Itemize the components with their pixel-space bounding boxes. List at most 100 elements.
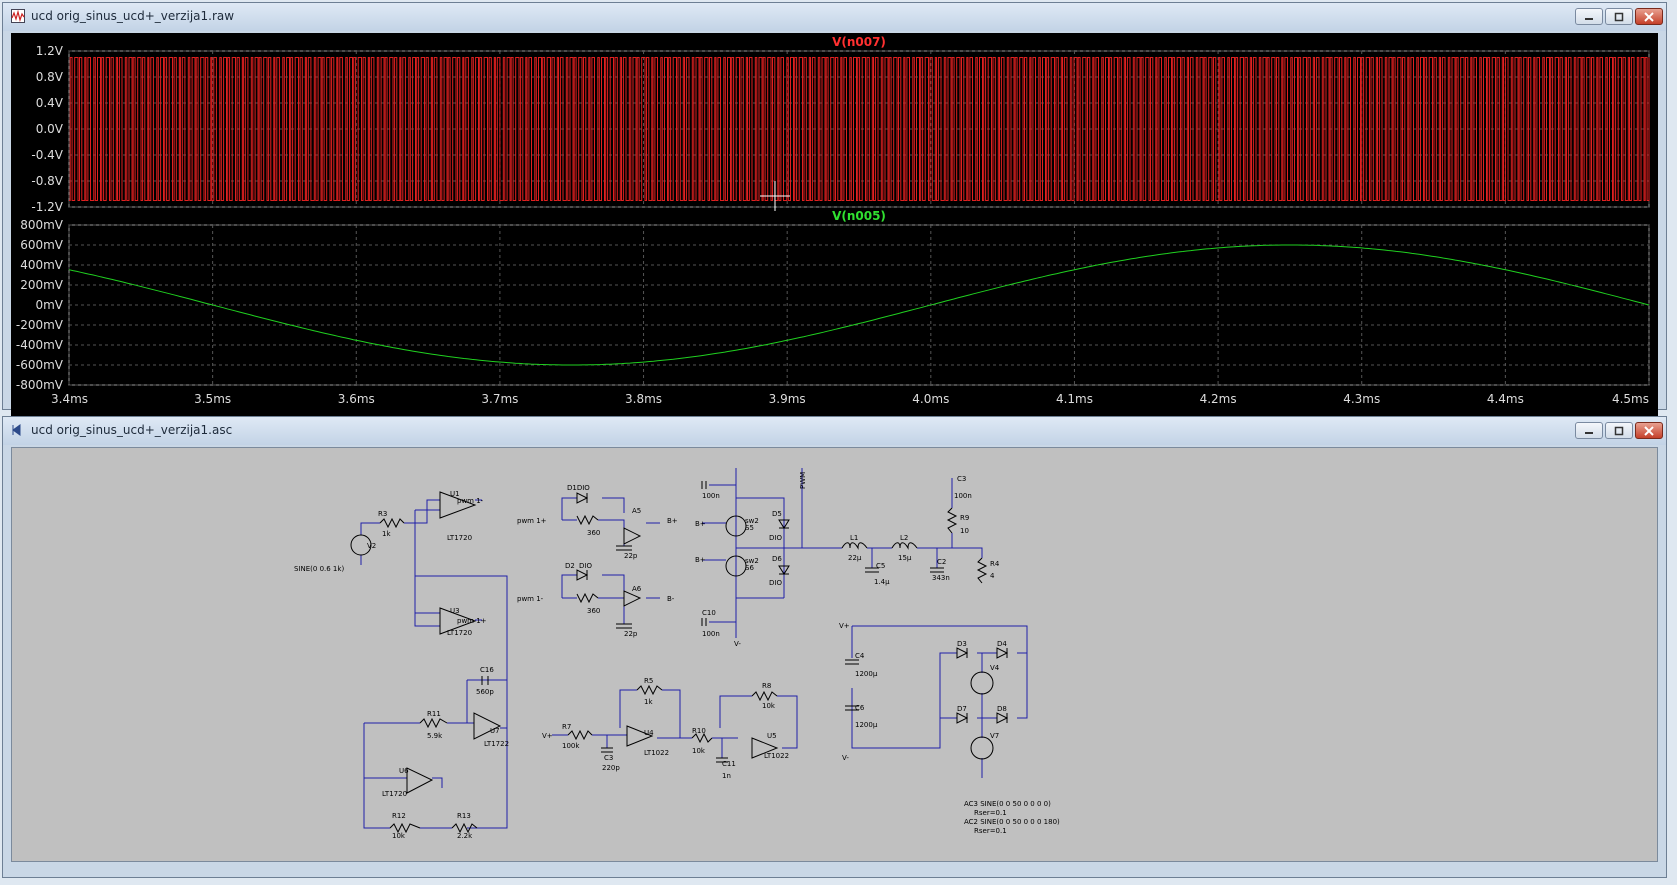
l2-inductor: [891, 542, 918, 550]
r10-resistor: [691, 732, 713, 744]
x-tick-label: 3.6ms: [338, 392, 375, 406]
y-tick-label: 0mV: [35, 298, 63, 312]
x-tick-label: 4.0ms: [912, 392, 949, 406]
svg-text:D5: D5: [772, 510, 782, 518]
schematic-labels: R3 1k V2 SINE(0 0.6 1k) U1 LT1720 pwm 1-…: [294, 472, 1060, 840]
trace-title-v-n007: V(n007): [832, 35, 886, 49]
waveform-plots[interactable]: V(n007) 1.2V0.8V0.4V0.0V-0.4V-0.8V-1.2V …: [11, 33, 1660, 441]
svg-text:LT1720: LT1720: [447, 534, 472, 542]
svg-text:5.9k: 5.9k: [427, 732, 443, 740]
svg-text:B+: B+: [695, 520, 706, 528]
svg-text:R8: R8: [762, 682, 771, 690]
v4-source: [970, 671, 994, 695]
svg-text:B+: B+: [695, 556, 706, 564]
d8-diode: [996, 712, 1009, 724]
plot-pane-v-n007: V(n007) 1.2V0.8V0.4V0.0V-0.4V-0.8V-1.2V: [31, 35, 1650, 214]
svg-text:D6: D6: [772, 555, 782, 563]
svg-text:U1: U1: [450, 490, 460, 498]
u4-opamp: [626, 725, 654, 747]
svg-text:1200µ: 1200µ: [855, 670, 878, 678]
plot-window-title: ucd orig_sinus_ucd+_verzija1.raw: [31, 9, 235, 23]
close-button[interactable]: [1635, 8, 1663, 25]
svg-text:100k: 100k: [562, 742, 580, 750]
r360b-resistor: [576, 592, 599, 604]
close-button-2[interactable]: [1635, 422, 1663, 439]
svg-text:L1: L1: [850, 534, 858, 542]
svg-text:V7: V7: [990, 732, 999, 740]
svg-text:D7: D7: [957, 705, 967, 713]
d1-diode: [576, 492, 589, 504]
trace-v-n005: [68, 244, 1650, 366]
minimize-button-2[interactable]: [1575, 422, 1603, 439]
y-tick-label: -400mV: [16, 338, 64, 352]
a6-buffer: [623, 590, 642, 607]
schematic-canvas[interactable]: R3 1k V2 SINE(0 0.6 1k) U1 LT1720 pwm 1-…: [11, 447, 1658, 862]
c4-capacitor: [845, 659, 859, 665]
minimize-button[interactable]: [1575, 8, 1603, 25]
maximize-button-2[interactable]: [1605, 422, 1633, 439]
svg-text:Rser=0.1: Rser=0.1: [974, 827, 1007, 835]
schematic-drawing[interactable]: R3 1k V2 SINE(0 0.6 1k) U1 LT1720 pwm 1-…: [12, 448, 1659, 861]
c22a-capacitor: [616, 545, 632, 551]
svg-text:1n: 1n: [722, 772, 731, 780]
svg-text:10k: 10k: [762, 702, 776, 710]
s6-switch: [725, 555, 747, 577]
x-tick-label: 4.1ms: [1056, 392, 1093, 406]
d3-diode: [956, 647, 969, 659]
u5-opamp: [751, 737, 779, 759]
schematic-icon: [12, 424, 21, 436]
u7-opamp: [473, 712, 502, 740]
svg-text:1.4µ: 1.4µ: [874, 578, 890, 586]
svg-text:C11: C11: [722, 760, 736, 768]
svg-text:DIO: DIO: [769, 579, 782, 587]
c10-capacitor: [701, 618, 707, 626]
svg-text:LT1720: LT1720: [447, 629, 472, 637]
a5-buffer: [623, 527, 642, 545]
svg-text:LT1022: LT1022: [764, 752, 789, 760]
y-tick-label: -0.4V: [31, 148, 63, 162]
schematic-window: ucd orig_sinus_ucd+_verzija1.asc: [2, 416, 1667, 878]
svg-text:2.2k: 2.2k: [457, 832, 473, 840]
y-tick-label: -600mV: [16, 358, 64, 372]
d6-diode: [778, 565, 790, 575]
svg-text:15µ: 15µ: [898, 554, 912, 562]
pane1-y-ticks: 1.2V0.8V0.4V0.0V-0.4V-0.8V-1.2V: [31, 44, 63, 214]
svg-text:R10: R10: [692, 727, 706, 735]
svg-text:U5: U5: [767, 732, 777, 740]
y-tick-label: -800mV: [16, 378, 64, 392]
svg-text:DIO: DIO: [769, 534, 782, 542]
svg-text:R4: R4: [990, 560, 1000, 568]
x-tick-label: 3.8ms: [625, 392, 662, 406]
d4-diode: [996, 647, 1009, 659]
svg-text:343n: 343n: [932, 574, 950, 582]
svg-text:10k: 10k: [392, 832, 406, 840]
svg-text:V-: V-: [734, 640, 741, 648]
r3-resistor: [379, 517, 405, 529]
maximize-button[interactable]: [1605, 8, 1633, 25]
x-tick-label: 3.7ms: [481, 392, 518, 406]
schematic-titlebar[interactable]: ucd orig_sinus_ucd+_verzija1.asc: [3, 417, 1666, 445]
svg-text:1k: 1k: [644, 698, 653, 706]
plot-window: ucd orig_sinus_ucd+_verzija1.raw V(n007)…: [2, 2, 1667, 441]
svg-text:100n: 100n: [702, 630, 720, 638]
u1-opamp: [439, 491, 477, 519]
svg-text:U3: U3: [450, 607, 460, 615]
v7-source: [970, 736, 994, 760]
c-100n-capacitor: [701, 481, 707, 489]
svg-text:C2: C2: [937, 558, 946, 566]
y-tick-label: 200mV: [20, 278, 64, 292]
svg-text:D2: D2: [565, 562, 575, 570]
r360a-resistor: [576, 514, 599, 526]
svg-text:A6: A6: [632, 585, 642, 593]
y-tick-label: 400mV: [20, 258, 64, 272]
close-icon: [1644, 425, 1654, 436]
y-tick-label: -1.2V: [31, 200, 63, 214]
svg-text:C4: C4: [855, 652, 865, 660]
x-tick-label: 4.2ms: [1200, 392, 1237, 406]
plot-titlebar[interactable]: ucd orig_sinus_ucd+_verzija1.raw: [3, 3, 1666, 31]
r11-resistor: [419, 717, 448, 729]
svg-text:U4: U4: [644, 729, 654, 737]
svg-text:S5: S5: [745, 524, 754, 532]
svg-text:100n: 100n: [954, 492, 972, 500]
